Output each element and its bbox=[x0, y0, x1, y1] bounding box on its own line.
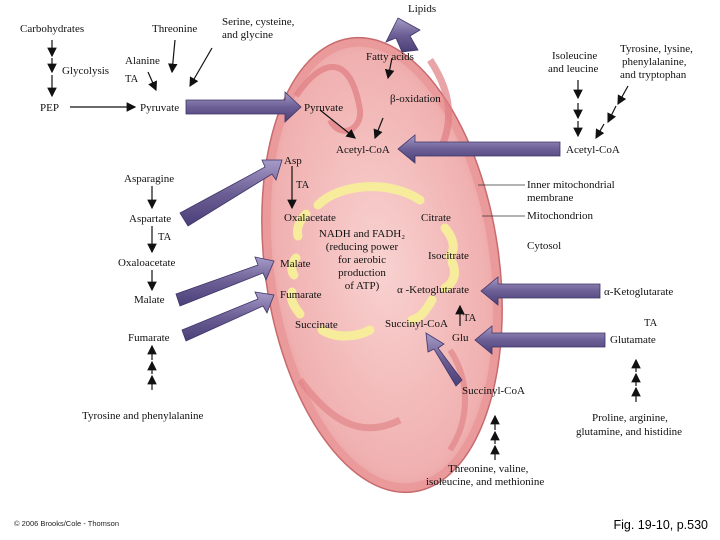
label-fumarate-cytosol: Fumarate bbox=[128, 332, 170, 344]
label-carbohydrates: Carbohydrates bbox=[20, 23, 84, 35]
label-mitochondrion: Mitochondrion bbox=[527, 210, 593, 222]
bottom-labels: Succinyl-CoA Threonine, valine, isoleuci… bbox=[426, 385, 544, 488]
label-succinyl-coa-cytosol: Succinyl-CoA bbox=[462, 385, 525, 397]
pathway-arrows bbox=[47, 39, 641, 460]
label-tyrosine-phenylalanine: Tyrosine and phenylalanine bbox=[82, 410, 204, 422]
label-pyruvate-matrix: Pyruvate bbox=[304, 102, 343, 114]
label-isocitrate: Isocitrate bbox=[428, 250, 469, 262]
label-proline-2: glutamine, and histidine bbox=[576, 426, 682, 438]
label-malate-cytosol: Malate bbox=[134, 294, 165, 306]
label-isoleucine-1: Isoleucine bbox=[552, 50, 597, 62]
label-glycolysis: Glycolysis bbox=[62, 65, 109, 77]
label-center-3: for aerobic bbox=[338, 254, 386, 266]
label-serine-2: and glycine bbox=[222, 29, 273, 41]
label-ta-aspartate: TA bbox=[158, 232, 172, 243]
label-tyrosine-1: Tyrosine, lysine, bbox=[620, 43, 693, 55]
label-citrate: Citrate bbox=[421, 212, 451, 224]
label-isoleucine-2: and leucine bbox=[548, 63, 599, 75]
label-asparagine: Asparagine bbox=[124, 173, 174, 185]
label-oxaloacetate: Oxaloacetate bbox=[118, 257, 176, 269]
label-malate-matrix: Malate bbox=[280, 258, 311, 270]
label-fumarate-matrix: Fumarate bbox=[280, 289, 322, 301]
right-labels: Isoleucine and leucine Tyrosine, lysine,… bbox=[478, 43, 693, 438]
label-threonine: Threonine bbox=[152, 23, 197, 35]
label-inner-membrane-2: membrane bbox=[527, 192, 574, 204]
label-acetyl-coa-matrix: Acetyl-CoA bbox=[336, 144, 390, 156]
label-proline-1: Proline, arginine, bbox=[592, 412, 668, 424]
label-lipids: Lipids bbox=[408, 3, 436, 15]
label-threonine-valine-1: Threonine, valine, bbox=[448, 463, 529, 475]
top-labels: Lipids Fatty acids β-oxidation bbox=[366, 3, 441, 105]
label-pyruvate-cytosol: Pyruvate bbox=[140, 102, 179, 114]
label-succinyl-coa-matrix: Succinyl-CoA bbox=[385, 318, 448, 330]
citric-acid-cycle bbox=[286, 182, 459, 341]
label-ta-glutamate: TA bbox=[644, 318, 658, 329]
label-inner-membrane-1: Inner mitochondrial bbox=[527, 179, 615, 191]
label-cytosol: Cytosol bbox=[527, 240, 561, 252]
label-aspartate: Aspartate bbox=[129, 213, 171, 225]
label-succinate: Succinate bbox=[295, 319, 338, 331]
label-center-1: NADH and FADH₂ bbox=[319, 228, 405, 240]
label-glutamate: Glutamate bbox=[610, 334, 656, 346]
label-serine-1: Serine, cysteine, bbox=[222, 16, 295, 28]
figure-caption: Fig. 19-10, p.530 bbox=[613, 518, 708, 532]
left-labels: Carbohydrates Glycolysis PEP Threonine S… bbox=[20, 16, 295, 422]
label-alanine: Alanine bbox=[125, 55, 160, 67]
label-asp: Asp bbox=[284, 155, 302, 167]
copyright-text: © 2006 Brooks/Cole - Thomson bbox=[14, 519, 120, 528]
label-ta-asp: TA bbox=[296, 180, 310, 191]
label-center-4: production bbox=[338, 267, 386, 279]
label-beta-oxidation: β-oxidation bbox=[390, 93, 441, 105]
label-center-5: of ATP) bbox=[345, 280, 380, 292]
label-fatty-acids: Fatty acids bbox=[366, 51, 414, 63]
label-alpha-ketoglutarate-cytosol: α-Ketoglutarate bbox=[604, 286, 673, 298]
label-center-2: (reducing power bbox=[326, 241, 399, 253]
label-alpha-ketoglutarate-matrix: α -Ketoglutarate bbox=[397, 284, 469, 296]
label-ta-glu: TA bbox=[463, 313, 477, 324]
label-tyrosine-3: and tryptophan bbox=[620, 69, 687, 81]
label-pep: PEP bbox=[40, 102, 59, 114]
label-threonine-valine-2: isoleucine, and methionine bbox=[426, 476, 544, 488]
matrix-labels: Pyruvate Acetyl-CoA Asp TA Oxalacetate C… bbox=[280, 102, 477, 344]
transport-arrows bbox=[175, 17, 606, 387]
label-oxalacetate: Oxalacetate bbox=[284, 212, 336, 224]
label-ta-alanine: TA bbox=[125, 74, 139, 85]
label-glu: Glu bbox=[452, 332, 469, 344]
label-acetyl-coa-cytosol: Acetyl-CoA bbox=[566, 144, 620, 156]
label-tyrosine-2: phenylalanine, bbox=[622, 56, 687, 68]
